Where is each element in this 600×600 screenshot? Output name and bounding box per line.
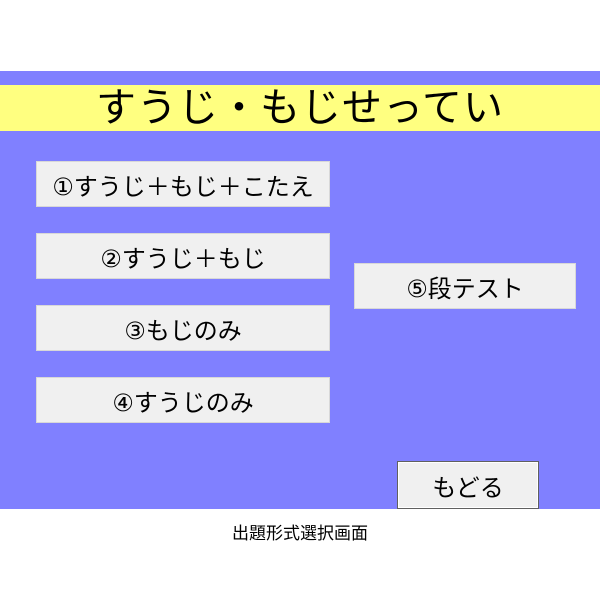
number-only-button[interactable]: ④すうじのみ xyxy=(36,377,330,423)
page-title: すうじ・もじせってい xyxy=(96,85,504,131)
title-bar: すうじ・もじせってい xyxy=(0,85,600,131)
level-test-button[interactable]: ⑤段テスト xyxy=(354,263,576,309)
settings-screen: すうじ・もじせってい ①すうじ＋もじ＋こたえ ②すうじ＋もじ ③もじのみ ④すう… xyxy=(0,71,600,509)
letter-only-button[interactable]: ③もじのみ xyxy=(36,305,330,351)
screen-caption: 出題形式選択画面 xyxy=(232,524,368,544)
number-letter-button[interactable]: ②すうじ＋もじ xyxy=(36,233,330,279)
number-letter-answer-button[interactable]: ①すうじ＋もじ＋こたえ xyxy=(36,161,330,207)
back-button[interactable]: もどる xyxy=(397,461,539,509)
